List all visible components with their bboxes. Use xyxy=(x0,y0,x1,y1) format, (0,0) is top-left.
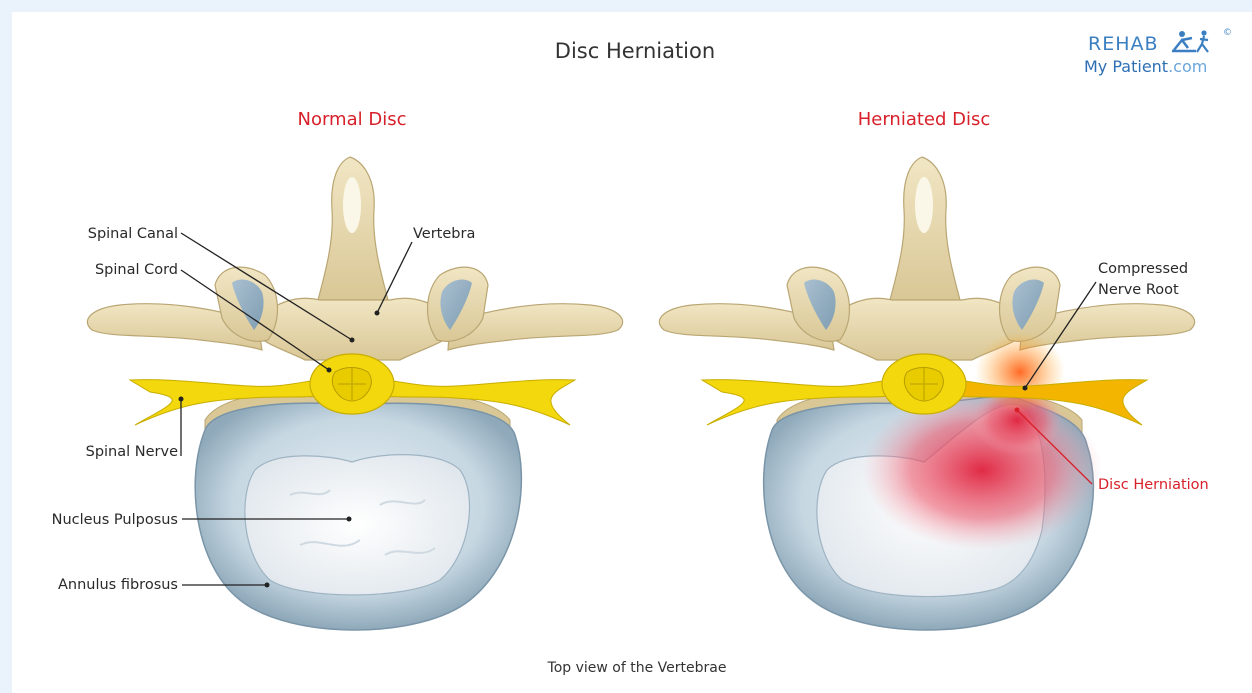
caption: Top view of the Vertebrae xyxy=(547,660,727,676)
logo-rehab-text: REHAB xyxy=(1088,33,1159,55)
label-disc-herniation: Disc Herniation xyxy=(1098,477,1209,493)
label-spinal-canal: Spinal Canal xyxy=(88,226,178,242)
normal-nucleus-pulposus xyxy=(245,455,470,595)
logo-mypatient-text: My Patient xyxy=(1084,57,1168,76)
label-compressed-line1: Compressed xyxy=(1098,261,1188,277)
label-nucleus-pulposus: Nucleus Pulposus xyxy=(52,512,178,528)
label-annulus-fibrosus: Annulus fibrosus xyxy=(58,577,178,593)
logo-figure-icon xyxy=(1172,30,1208,52)
rehab-my-patient-logo: REHAB © My Patient.com xyxy=(1084,28,1232,76)
label-spinal-cord: Spinal Cord xyxy=(95,262,178,278)
page-title: Disc Herniation xyxy=(555,39,715,63)
logo-dotcom-text: .com xyxy=(1168,57,1207,76)
herniated-disc-heading: Herniated Disc xyxy=(858,109,991,130)
logo-copyright-mark: © xyxy=(1223,28,1232,38)
label-vertebra: Vertebra xyxy=(413,226,475,242)
normal-disc-heading: Normal Disc xyxy=(298,109,407,130)
herniated-vertebra-illustration xyxy=(659,157,1194,630)
label-spinal-nerve: Spinal Nerve xyxy=(86,444,178,460)
label-compressed-line2: Nerve Root xyxy=(1098,282,1179,298)
logo-mypatient-line: My Patient.com xyxy=(1084,57,1207,76)
